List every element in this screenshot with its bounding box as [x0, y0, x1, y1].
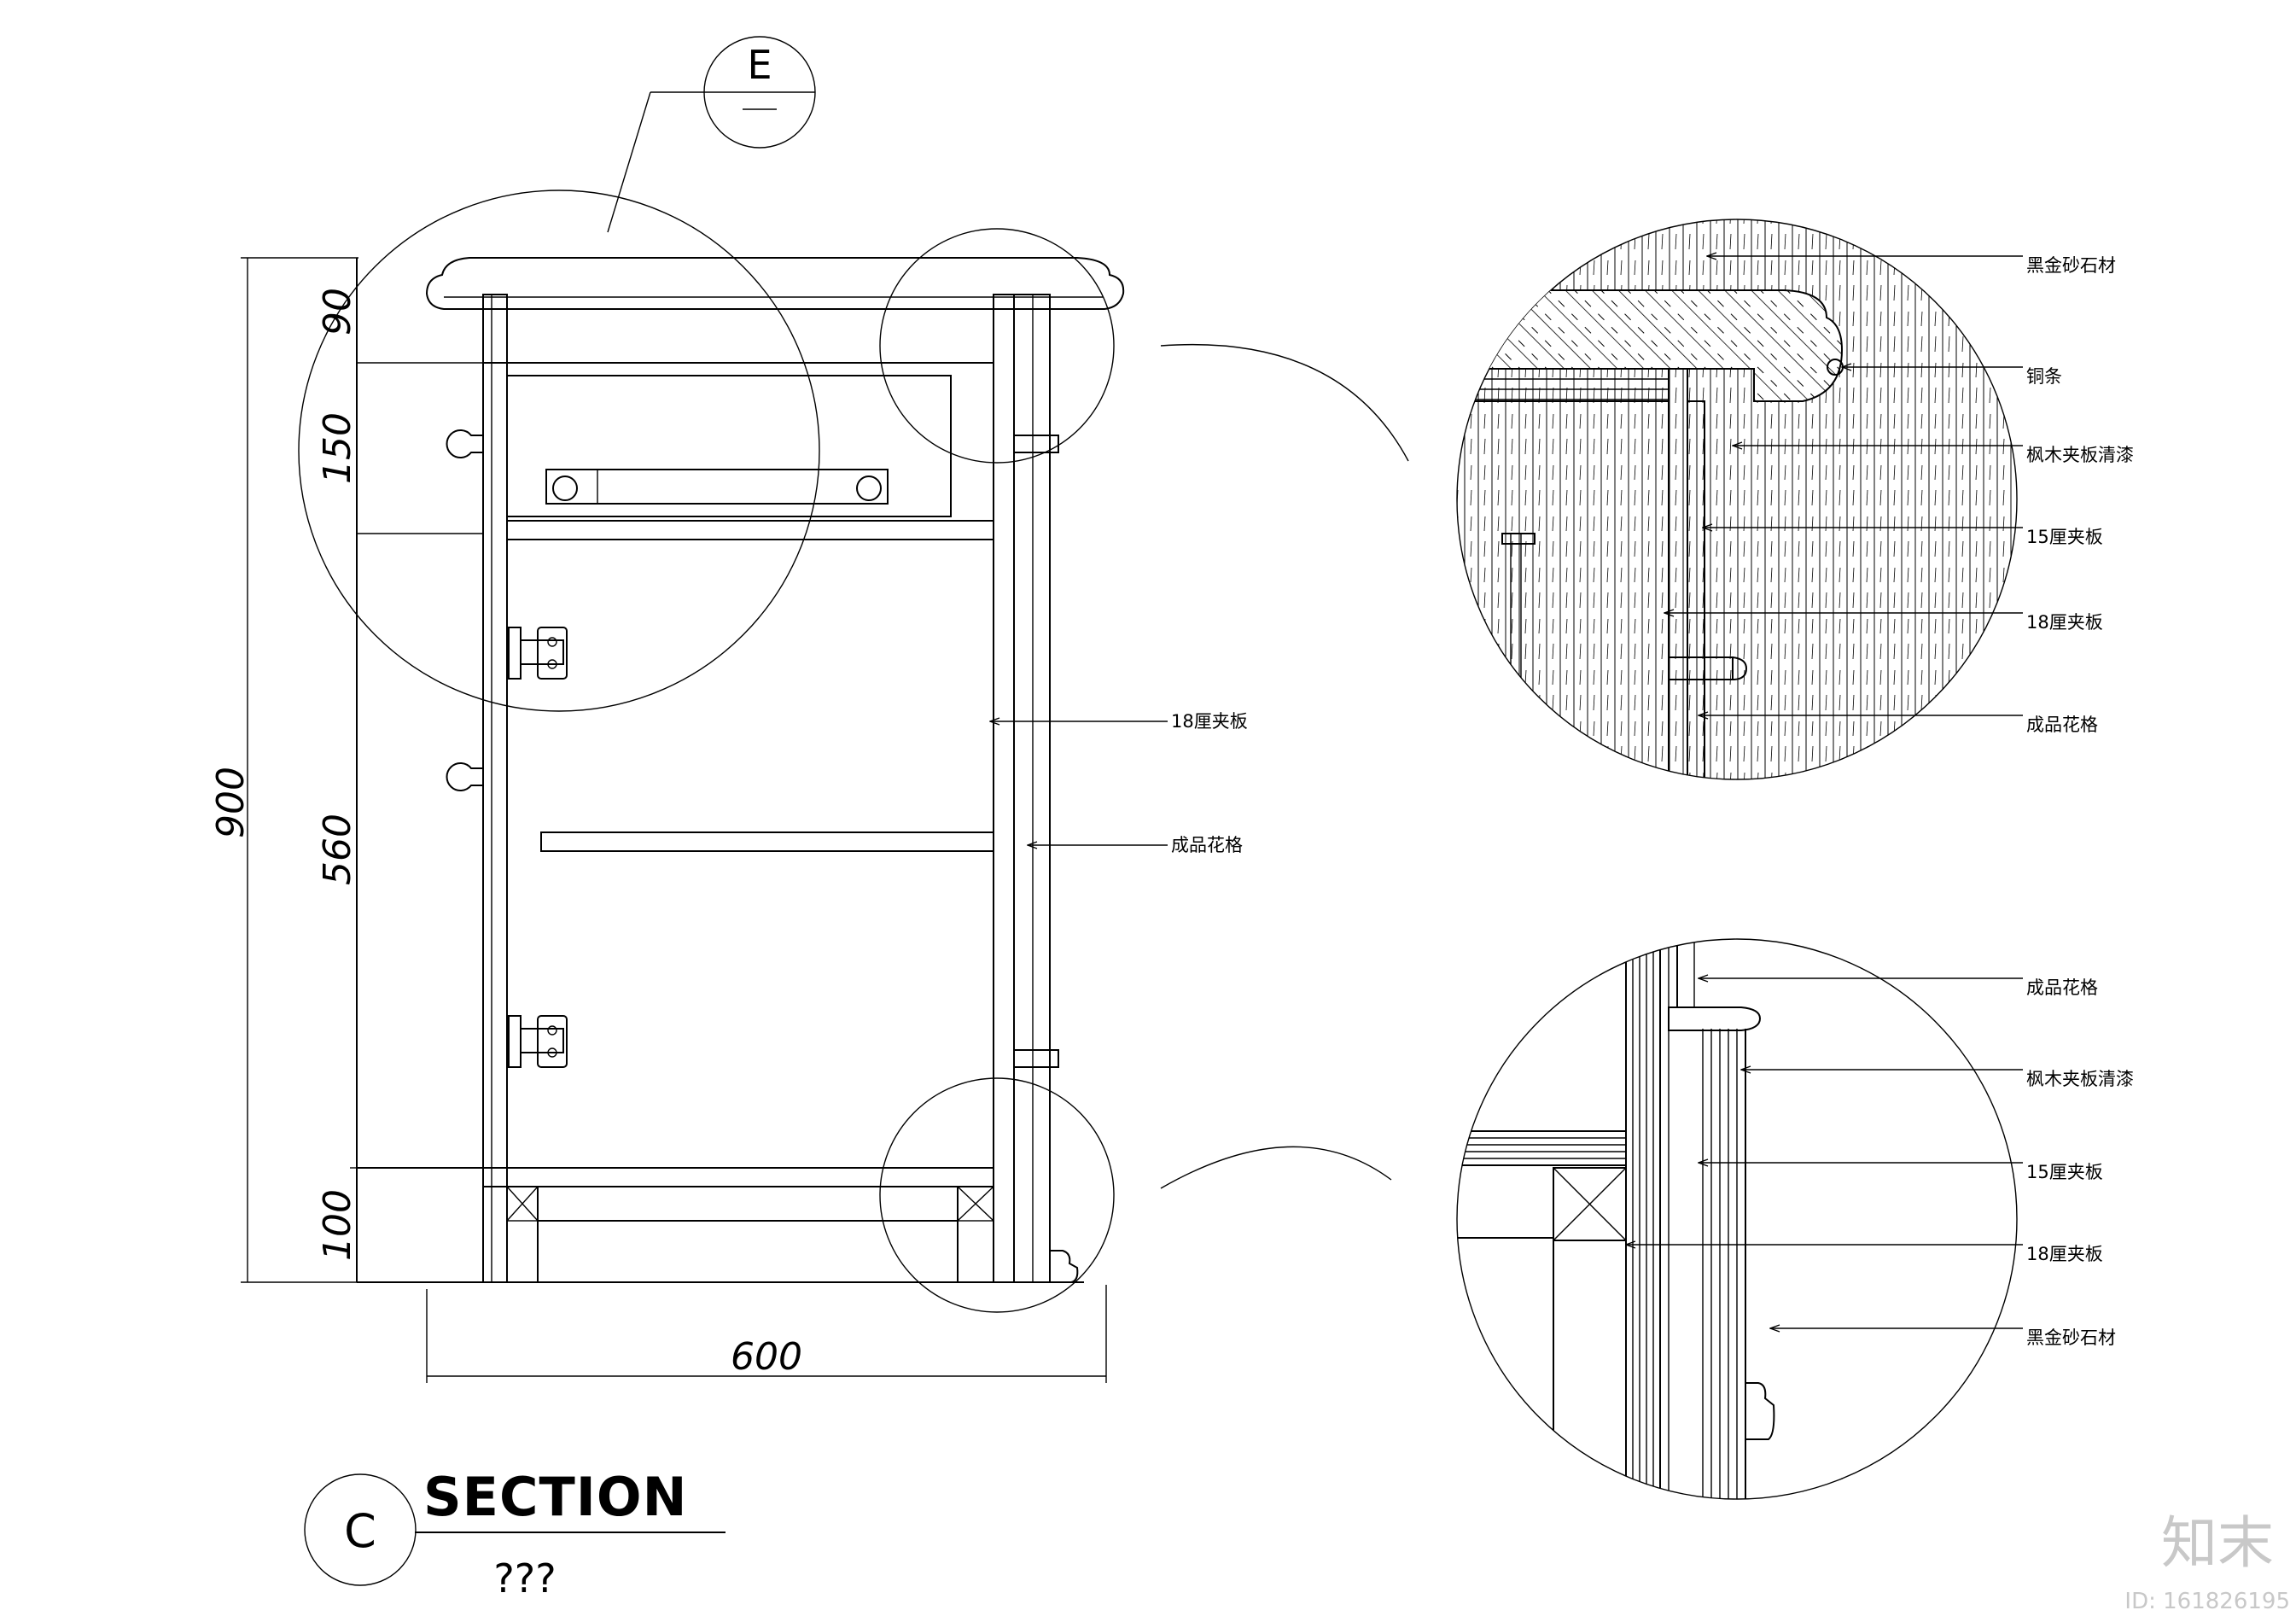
label-top-4: 15厘夹板: [2026, 527, 2103, 547]
title-block: C SECTION ???: [304, 1466, 726, 1602]
drawer-rail: [506, 520, 994, 540]
front-panel: [482, 294, 508, 1283]
label-bottom-4: 18厘夹板: [2026, 1244, 2103, 1264]
back-panel: [993, 294, 1015, 1283]
cabinet-section: [298, 190, 1409, 1313]
plinth-back: [957, 1186, 994, 1283]
dim-cabinet: 560: [316, 814, 359, 885]
dim-top-band: 90: [316, 288, 359, 335]
label-top-3: 枫木夹板清漆: [2026, 445, 2134, 465]
detail-top-panel-18: [1687, 400, 1705, 779]
title-circle: [304, 1473, 417, 1586]
hinge-upper: [508, 627, 568, 680]
door-knob: [446, 762, 483, 791]
detail-callout-circle-left: [298, 190, 820, 712]
label-top-6: 成品花格: [2026, 715, 2098, 735]
label-lattice: 成品花格: [1171, 835, 1243, 855]
back-bracket-top: [1014, 435, 1059, 453]
detail-bottom: 成品花格 枫木夹板清漆 15厘夹板 18厘夹板 黑金砂石材: [1456, 938, 2134, 1500]
detail-link-bottom: [1160, 1146, 1392, 1189]
label-top-1: 黑金砂石材: [2026, 255, 2116, 276]
detail-bottom-panel: [1625, 939, 1746, 1499]
detail-link-top: [1160, 343, 1409, 462]
watermark: 知末 ID: 161826195: [2124, 1510, 2290, 1614]
slide-wheel-back: [856, 476, 882, 501]
base-molding: [1050, 1250, 1079, 1283]
detail-callout-circle-top: [879, 228, 1115, 464]
label-bottom-2: 枫木夹板清漆: [2026, 1069, 2134, 1089]
detail-top-rail: [1501, 533, 1536, 545]
drawer-box: [506, 375, 952, 517]
dimensions: 900 90 150 560 100 600: [209, 257, 1107, 1383]
label-bottom-5: 黑金砂石材: [2026, 1327, 2116, 1348]
dim-drawer: 150: [316, 412, 359, 484]
detail-callout-circle-bottom: [879, 1077, 1115, 1313]
slide-wheel-front: [552, 476, 578, 501]
section-marker-leader: [607, 91, 651, 233]
slide-clip: [545, 469, 598, 505]
dim-total-height: 900: [209, 767, 253, 838]
detail-bottom-rail: [1668, 1006, 1762, 1031]
section-marker: E: [607, 36, 816, 233]
label-top-2: 铜条: [2026, 366, 2062, 387]
title-circle-letter: C: [344, 1504, 376, 1558]
dim-plinth: 100: [316, 1189, 359, 1261]
label-top-5: 18厘夹板: [2026, 612, 2103, 633]
detail-bottom-shelf: [1457, 1130, 1626, 1239]
detail-bottom-molding: [1745, 1382, 1775, 1440]
front-panel-inner: [491, 294, 508, 1283]
main-callouts: 18厘夹板 成品花格: [990, 711, 1248, 855]
plinth-front: [506, 1186, 539, 1283]
back-bracket-bottom: [1014, 1049, 1059, 1068]
title-text: SECTION: [423, 1466, 687, 1528]
stone-countertop: [425, 257, 1125, 310]
detail-top: 黑金砂石材 铜条 枫木夹板清漆 15厘夹板 18厘夹板 成品花格: [1456, 219, 2134, 780]
hinge-lower: [508, 1015, 568, 1068]
watermark-logo: 知末: [2161, 1510, 2274, 1576]
detail-top-molding: [1668, 656, 1734, 680]
shelf: [540, 831, 994, 852]
watermark-id: ID: 161826195: [2124, 1589, 2290, 1614]
lattice-panel: [1013, 294, 1051, 1283]
bottom-board: [482, 1167, 994, 1187]
drawer-knob: [446, 429, 483, 458]
label-bottom-1: 成品花格: [2026, 977, 2098, 998]
title-scale: ???: [493, 1555, 556, 1602]
label-bottom-3: 15厘夹板: [2026, 1162, 2103, 1182]
label-plywood-18: 18厘夹板: [1171, 711, 1248, 732]
dim-width: 600: [731, 1335, 802, 1379]
section-marker-letter: E: [747, 42, 772, 88]
